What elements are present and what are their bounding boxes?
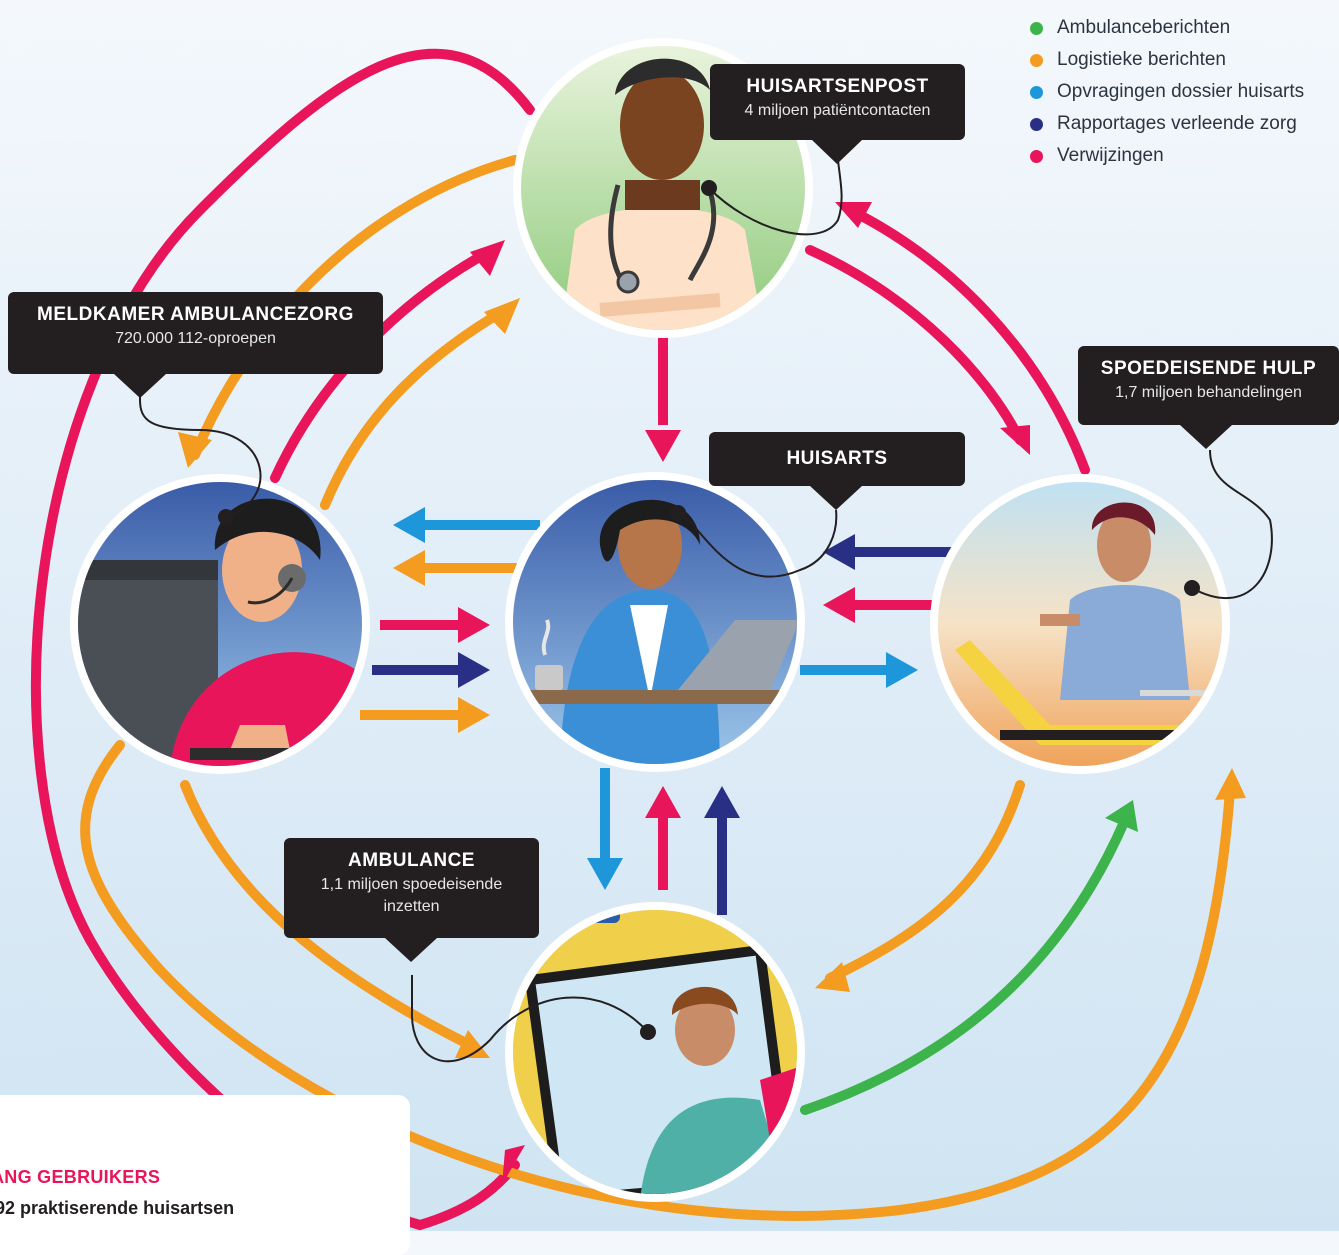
user-summary-value: .492 praktiserende huisartsen [0,1198,235,1218]
callout-subtitle: 4 miljoen patiëntcontacten [744,102,931,119]
legend-label: Opvragingen dossier huisarts [1057,81,1305,102]
callout-title: SPOEDEISENDE HULP [1100,358,1317,379]
arrowhead [835,202,872,228]
user-summary-card: VANG GEBRUIKERS .492 praktiserende huisa… [0,1095,410,1255]
arrowhead [815,962,850,992]
arc-hap-to-mk-orange [190,155,520,460]
rapportages-dot-icon [1030,117,1043,131]
legend-item: Opvragingen dossier huisarts [1030,76,1304,108]
legend-label: Ambulanceberichten [1057,17,1231,38]
arrowhead [502,1145,525,1185]
arc-seh-to-amb-orange [825,780,1025,983]
arc-arrowheads [178,202,1246,1185]
doctor-illustration [560,58,765,330]
ambulanceberichten-dot-icon [1030,21,1043,35]
callout-title: HUISARTSENPOST [746,76,929,97]
arc-amb-to-seh-green [800,815,1130,1115]
arrowhead [484,298,520,334]
user-summary-title: VANG GEBRUIKERS [0,1167,161,1187]
verwijzingen-dot-icon [1030,149,1043,163]
callout-ambulance: AMBULANCE 1,1 miljoen spoedeisende inzet… [284,838,539,938]
node-spoedeisende-hulp [930,449,1273,774]
legend-item: Rapportages verleende zorg [1030,108,1304,140]
legend-label: Rapportages verleende zorg [1057,113,1297,134]
arc-hap-to-seh-pink [805,245,1025,445]
legend-label: Logistieke berichten [1057,49,1226,70]
arrowhead [455,1030,490,1058]
callout-subtitle-line1: 1,1 miljoen spoedeisende [320,876,503,893]
callout-subtitle: 1,7 miljoen behandelingen [1115,384,1302,401]
arrowhead [1105,800,1138,832]
callout-subtitle-line2: inzetten [383,898,440,915]
arrowhead [178,432,212,468]
callout-title: MELDKAMER AMBULANCEZORG [37,304,354,325]
callout-pointers [114,140,1232,962]
arrowhead [470,240,505,276]
legend-item: Logistieke berichten [1030,44,1304,76]
callout-huisarts: HUISARTS [709,432,965,486]
callout-meldkamer: MELDKAMER AMBULANCEZORG 720.000 112-opro… [8,292,383,374]
legend-label: Verwijzingen [1057,145,1164,166]
callout-huisartsenpost: HUISARTSENPOST 4 miljoen patiëntcontacte… [710,64,965,140]
gp-illustration [520,499,797,764]
straight-arrows [360,330,960,915]
arrowhead [1000,425,1030,455]
arc-seh-to-hap-pink [845,205,1090,475]
arrowhead [1215,768,1246,800]
callout-title: AMBULANCE [348,850,475,871]
legend: Ambulanceberichten Logistieke berichten … [1030,12,1304,172]
callout-title: HUISARTS [786,448,888,469]
arc-mk-to-hap-orange [320,305,510,510]
legend-item: Ambulanceberichten [1030,12,1304,44]
callout-spoedeisende-hulp: SPOEDEISENDE HULP 1,7 miljoen behandelin… [1078,346,1339,425]
legend-item: Verwijzingen [1030,140,1304,172]
callout-subtitle: 720.000 112-oproepen [115,330,276,347]
node-meldkamer [70,390,370,774]
arc-mk-outer-orange [80,740,1235,1221]
opvragingen-dot-icon [1030,85,1043,99]
node-huisarts [505,472,838,772]
logistieke-berichten-dot-icon [1030,53,1043,67]
